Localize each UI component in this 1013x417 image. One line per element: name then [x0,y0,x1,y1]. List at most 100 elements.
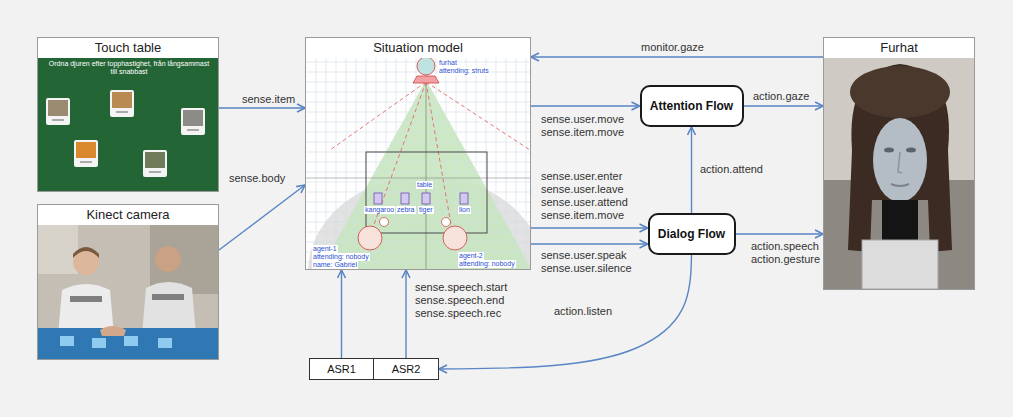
furhat-photo [882,200,918,242]
furhat-photo [898,152,902,173]
agent-label: attending: nobody [312,253,370,261]
grid-lines [306,102,530,103]
situation-map [366,152,487,233]
animal-card [149,171,161,173]
arrow-connector [219,185,305,250]
grid-lines [496,56,497,269]
animal-card [187,129,199,131]
asr-box: ASR1 [309,358,374,380]
arrow-connector [219,107,305,108]
furhat-photo [906,148,916,153]
furhat-photo [824,56,974,289]
arrow-connector [531,105,640,106]
process-box: Attention Flow [640,85,744,127]
situation-map [417,57,435,75]
situation-map [460,193,468,204]
furhat-photo [848,64,952,252]
kinect-photo [124,336,138,346]
grid-lines [346,56,347,269]
node-label: ASR2 [392,363,421,375]
agent-label: attending: nobody [458,260,516,268]
asr-box: ASR2 [373,358,439,380]
situation-map [401,193,409,204]
signal-label: action.attend [699,163,764,176]
furhat-photo [884,148,894,153]
signal-label: action.speech action.gesture [750,240,821,266]
process-box: Dialog Flow [648,213,736,255]
grid-lines [406,56,407,269]
situation-map [380,218,389,227]
animal-card [74,140,98,167]
grid-lines [416,56,417,269]
grid-lines [306,122,530,123]
node-label: Furhat [824,38,974,58]
animal-card [46,98,70,125]
arrow-connector [531,56,823,57]
furhat-photo [862,240,938,289]
grid-lines [506,56,507,269]
kinect-photo [70,296,102,302]
node-label: Attention Flow [650,99,733,113]
kinect-photo [38,224,218,359]
animal-card [145,152,165,168]
situation-map [306,56,530,269]
agent-label: agent-1 [312,245,338,253]
kinect-photo [38,224,218,359]
arrow-connector [405,270,406,358]
kinect-photo [155,246,181,272]
item-label: tiger [418,206,434,214]
animal-card [110,90,134,117]
grid-lines [386,56,387,269]
situation-map [422,193,430,204]
screen-text: Ordna djuren efter topphastighet, från l… [45,60,213,76]
grid-lines [306,56,530,269]
animal-card [143,150,167,177]
arrow-connector [691,127,692,213]
arrow-connector [341,270,342,358]
node-label: Situation model [306,38,530,58]
grid-lines [306,202,530,203]
grid-lines [306,192,530,193]
kinect-photo [158,338,172,348]
grid-lines [316,56,317,269]
signal-label: action.listen [553,305,613,318]
grid-lines [436,56,437,269]
model-panel: Situation model [305,37,531,270]
animal-card [143,150,167,177]
situation-map [443,226,467,250]
map-label: attending: struts [438,67,490,75]
gaze-lines [372,82,426,230]
node-label: Touch table [38,38,218,58]
grid-lines [306,222,530,223]
grid-lines [306,232,530,233]
furhat-photo [850,66,950,118]
arrow-connector [531,227,648,228]
signal-label: sense.user.enter sense.user.leave sense.… [540,170,629,222]
grid-lines [306,252,530,253]
signal-label: sense.body [228,172,286,185]
furhat-photo [824,56,974,289]
situation-map [320,80,530,269]
item-label: zebra [396,206,416,214]
signal-label: sense.item [241,93,296,106]
gaze-lines [426,82,530,150]
grid-lines [526,56,527,269]
item-label: kangaroo [364,206,395,214]
signal-label: sense.speech.start sense.speech.end sens… [414,281,508,320]
animal-card [110,90,134,117]
map-label: furhat [438,59,458,67]
kinect-photo [142,282,196,335]
kinect-photo [38,328,218,359]
signal-label: sense.user.move sense.item.move [540,113,625,139]
grid-lines [306,72,530,73]
touch-table-image [38,56,218,191]
furhat-photo [873,118,927,202]
kinect-photo [100,326,126,336]
kinect-photo [60,336,74,346]
item-label: lion [458,206,471,214]
grid-lines [306,92,530,93]
animal-card [181,108,205,135]
situation-map [413,76,439,83]
camera-panel: Kinect camera [37,204,219,360]
situation-map [358,226,382,250]
